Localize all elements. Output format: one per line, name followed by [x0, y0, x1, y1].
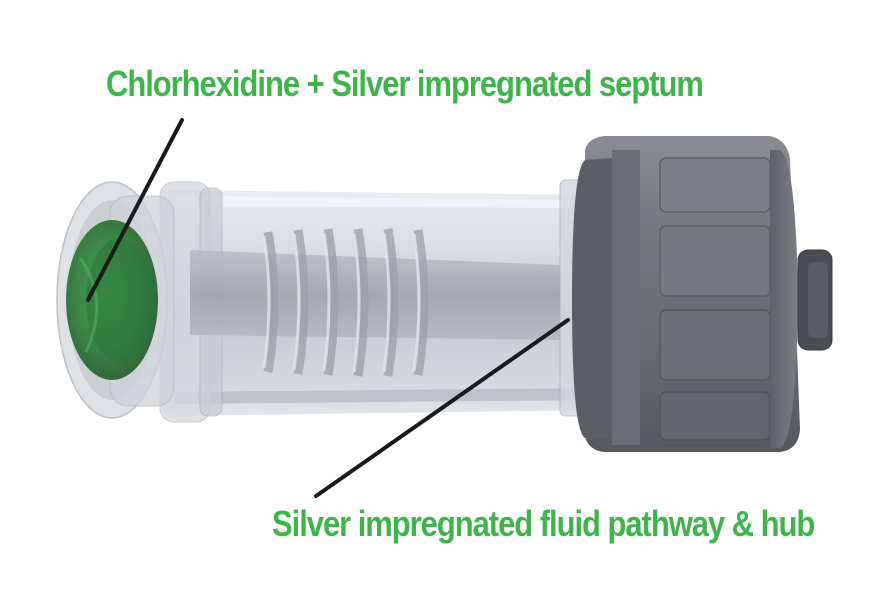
- inner-fluid-pathway: [190, 228, 560, 377]
- spring-coils: [263, 228, 429, 377]
- leader-lines: [86, 118, 570, 498]
- pathway-leader-line: [314, 318, 570, 498]
- hub: [572, 136, 833, 452]
- septum: [66, 220, 158, 380]
- pathway-callout-label: Silver impregnated fluid pathway & hub: [272, 503, 815, 544]
- septum-callout-label: Chlorhexidine + Silver impregnated septu…: [106, 63, 704, 104]
- septum-leader-line: [86, 118, 184, 302]
